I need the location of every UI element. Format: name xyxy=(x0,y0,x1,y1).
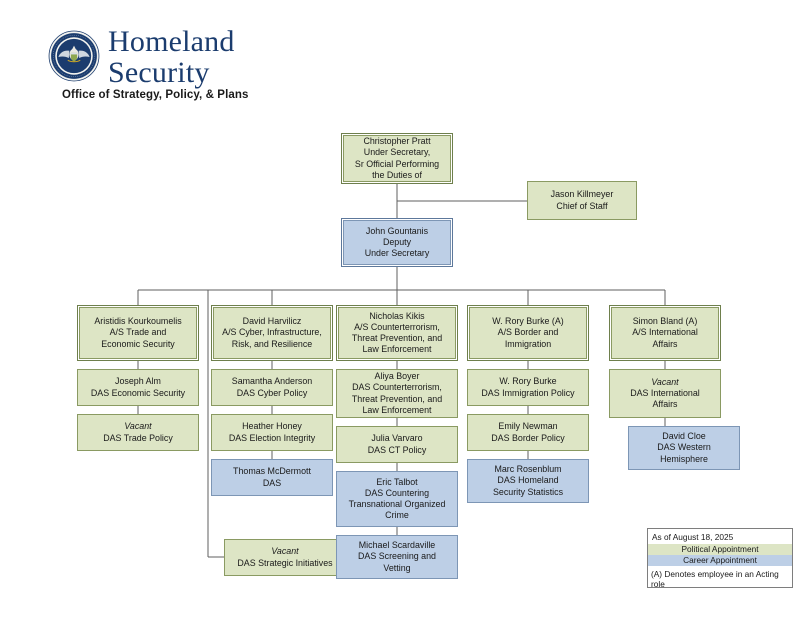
node-david-harvilicz[interactable]: David Harvilicz A/S Cyber, Infrastructur… xyxy=(211,305,333,361)
node-name: Thomas McDermott xyxy=(233,466,311,477)
brand-line-homeland: Homeland xyxy=(108,25,235,58)
node-title-line: A/S Counterterrorism, xyxy=(354,321,440,332)
node-name: Samantha Anderson xyxy=(231,376,313,387)
node-title-line: Risk, and Resilience xyxy=(231,338,313,349)
node-name: Marc Rosenblum xyxy=(494,464,562,475)
node-michael-scardaville[interactable]: Michael Scardaville DAS Screening and Ve… xyxy=(336,535,458,579)
node-name: David Cloe xyxy=(662,431,706,442)
page-header: Homeland Security Office of Strategy, Po… xyxy=(0,0,800,118)
node-title-line: A/S Cyber, Infrastructure, xyxy=(222,327,322,338)
node-title-line: DAS Homeland xyxy=(497,475,559,486)
node-title-line: Security Statistics xyxy=(492,486,564,497)
node-title-line: Sr Official Performing xyxy=(354,158,440,169)
node-nicholas-kikis[interactable]: Nicholas Kikis A/S Counterterrorism, Thr… xyxy=(336,305,458,361)
legend-career-appointment: Career Appointment xyxy=(648,555,792,566)
node-name: Joseph Alm xyxy=(115,376,161,387)
node-title-line: DAS xyxy=(262,477,282,488)
node-simon-bland[interactable]: Simon Bland (A) A/S International Affair… xyxy=(609,305,721,361)
node-title-line: Affairs xyxy=(652,338,678,349)
node-title-line: DAS Counterterrorism, xyxy=(352,382,442,393)
node-title-line: Law Enforcement xyxy=(362,404,432,415)
node-title-line: DAS Economic Security xyxy=(90,387,186,398)
node-title-line: Hemisphere xyxy=(660,453,708,464)
node-marc-rosenblum[interactable]: Marc Rosenblum DAS Homeland Security Sta… xyxy=(467,459,589,503)
node-title-line: DAS Immigration Policy xyxy=(481,387,575,398)
node-title-line: Economic Security xyxy=(101,338,175,349)
node-emily-newman[interactable]: Emily Newman DAS Border Policy xyxy=(467,414,589,451)
node-name: Simon Bland (A) xyxy=(632,316,698,327)
node-title-line: DAS Western xyxy=(657,442,711,453)
node-name: Aristidis Kourkoumelis xyxy=(94,316,182,327)
node-samantha-anderson[interactable]: Samantha Anderson DAS Cyber Policy xyxy=(211,369,333,406)
node-name: John Gountanis xyxy=(365,225,429,236)
node-name: Nicholas Kikis xyxy=(369,310,425,321)
node-title-line: DAS Border Policy xyxy=(491,432,565,443)
node-w-rory-burke-as[interactable]: W. Rory Burke (A) A/S Border and Immigra… xyxy=(467,305,589,361)
node-title-line: Threat Prevention, and xyxy=(351,333,443,343)
node-name: Vacant xyxy=(124,421,152,432)
node-title-line: DAS Cyber Policy xyxy=(236,387,308,398)
node-name: Julia Varvaro xyxy=(371,433,423,444)
node-title-line: DAS Strategic Initiatives xyxy=(237,557,333,568)
node-title-line: Vetting xyxy=(383,562,411,573)
node-title-line: DAS Election Integrity xyxy=(228,432,316,443)
brand-line-security: Security xyxy=(108,56,210,89)
node-w-rory-burke-das[interactable]: W. Rory Burke DAS Immigration Policy xyxy=(467,369,589,406)
office-subtitle: Office of Strategy, Policy, & Plans xyxy=(62,89,249,101)
dhs-seal-icon xyxy=(48,30,100,82)
node-name: Vacant xyxy=(271,546,299,557)
node-title-line: DAS Countering xyxy=(364,487,430,498)
node-name: Vacant xyxy=(651,376,679,387)
node-title-line: Law Enforcement xyxy=(362,344,432,355)
node-title-line: the Duties of xyxy=(372,169,422,180)
node-name: Aliya Boyer xyxy=(374,371,420,382)
node-title-line: DAS Trade Policy xyxy=(103,432,173,443)
node-name: Heather Honey xyxy=(242,421,302,432)
node-name: Jason Killmeyer xyxy=(550,189,614,200)
node-title-line: Under Secretary, xyxy=(363,147,431,158)
node-name: Emily Newman xyxy=(498,421,558,432)
node-title-line: DAS CT Policy xyxy=(367,444,427,455)
legend: As of August 18, 2025 Political Appointm… xyxy=(647,528,793,589)
node-name: W. Rory Burke xyxy=(499,376,557,387)
node-jason-killmeyer[interactable]: Jason Killmeyer Chief of Staff xyxy=(527,181,637,220)
node-name: Eric Talbot xyxy=(376,476,418,487)
node-john-gountanis[interactable]: John Gountanis Deputy Under Secretary xyxy=(341,218,453,267)
node-title-line: Crime xyxy=(385,510,409,521)
node-name: David Harvilicz xyxy=(242,316,302,327)
node-title-line: Immigration xyxy=(504,338,552,349)
node-title-line: Threat Prevention, and xyxy=(351,393,443,404)
node-name: Michael Scardaville xyxy=(358,540,436,551)
node-title-line: Affairs xyxy=(652,399,678,410)
legend-political-appointment: Political Appointment xyxy=(648,544,792,555)
brand-wordmark: Homeland Security xyxy=(108,26,235,88)
node-title-line: A/S Border and xyxy=(497,327,559,338)
node-aliya-boyer[interactable]: Aliya Boyer DAS Counterterrorism, Threat… xyxy=(336,369,458,418)
node-joseph-alm[interactable]: Joseph Alm DAS Economic Security xyxy=(77,369,199,406)
node-heather-honey[interactable]: Heather Honey DAS Election Integrity xyxy=(211,414,333,451)
node-title-line: A/S International xyxy=(632,327,698,338)
node-title-line: DAS Screening and xyxy=(358,551,436,562)
node-eric-talbot[interactable]: Eric Talbot DAS Countering Transnational… xyxy=(336,471,458,527)
node-vacant-international-affairs[interactable]: Vacant DAS International Affairs xyxy=(609,369,721,418)
node-title-line: A/S Trade and xyxy=(109,327,167,338)
node-title-line: Under Secretary xyxy=(364,248,430,259)
node-title-line: Deputy xyxy=(382,236,412,247)
node-title-line: Transnational Organized xyxy=(348,499,446,509)
node-name: Christopher Pratt xyxy=(363,136,431,147)
node-aristidis-kourkoumelis[interactable]: Aristidis Kourkoumelis A/S Trade and Eco… xyxy=(77,305,199,361)
legend-acting-note: (A) Denotes employee in an Acting role xyxy=(651,569,779,589)
node-thomas-mcdermott[interactable]: Thomas McDermott DAS xyxy=(211,459,333,496)
node-title-line: DAS International xyxy=(630,387,700,398)
legend-as-of-date: As of August 18, 2025 xyxy=(652,532,734,542)
node-david-cloe[interactable]: David Cloe DAS Western Hemisphere xyxy=(628,426,740,470)
node-vacant-strategic-initiatives[interactable]: Vacant DAS Strategic Initiatives xyxy=(224,539,346,576)
node-vacant-trade-policy[interactable]: Vacant DAS Trade Policy xyxy=(77,414,199,451)
node-name: W. Rory Burke (A) xyxy=(492,316,564,327)
node-title-line: Chief of Staff xyxy=(556,200,608,211)
node-julia-varvaro[interactable]: Julia Varvaro DAS CT Policy xyxy=(336,426,458,463)
node-christopher-pratt[interactable]: Christopher Pratt Under Secretary, Sr Of… xyxy=(341,133,453,184)
